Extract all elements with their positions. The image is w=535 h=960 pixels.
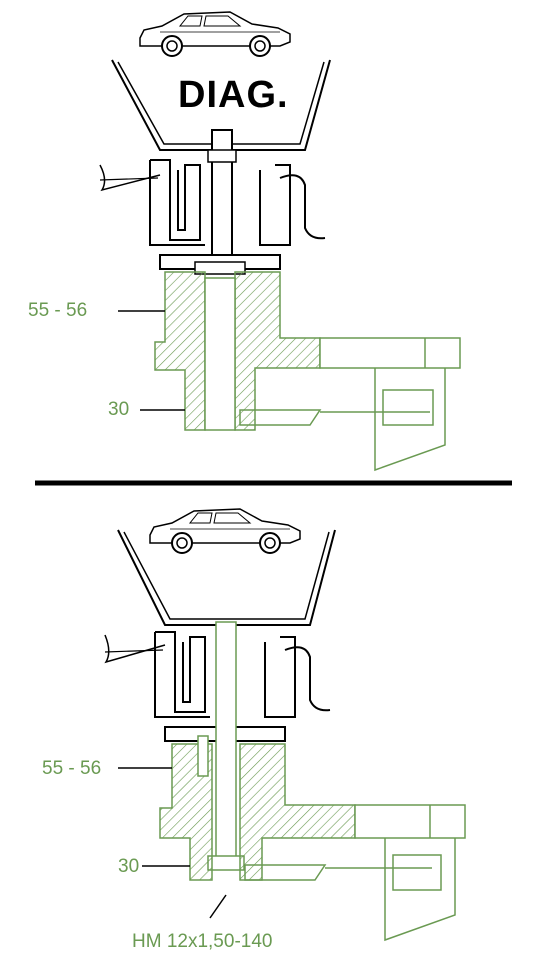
label-30-top: 30 [108,399,130,420]
label-30-bottom: 30 [118,856,140,877]
diag-title: DIAG. [178,74,289,116]
car-icon [139,11,291,57]
label-55-56-bottom: 55 - 56 [42,758,102,779]
top-diagram [99,11,461,472]
label-55-56-top: 55 - 56 [28,300,88,321]
bottom-diagram [104,508,466,942]
bolt [215,621,237,863]
label-bolt: HM 12x1,50-140 [132,931,273,952]
car-icon [149,508,301,554]
part-55-56 [154,271,206,431]
